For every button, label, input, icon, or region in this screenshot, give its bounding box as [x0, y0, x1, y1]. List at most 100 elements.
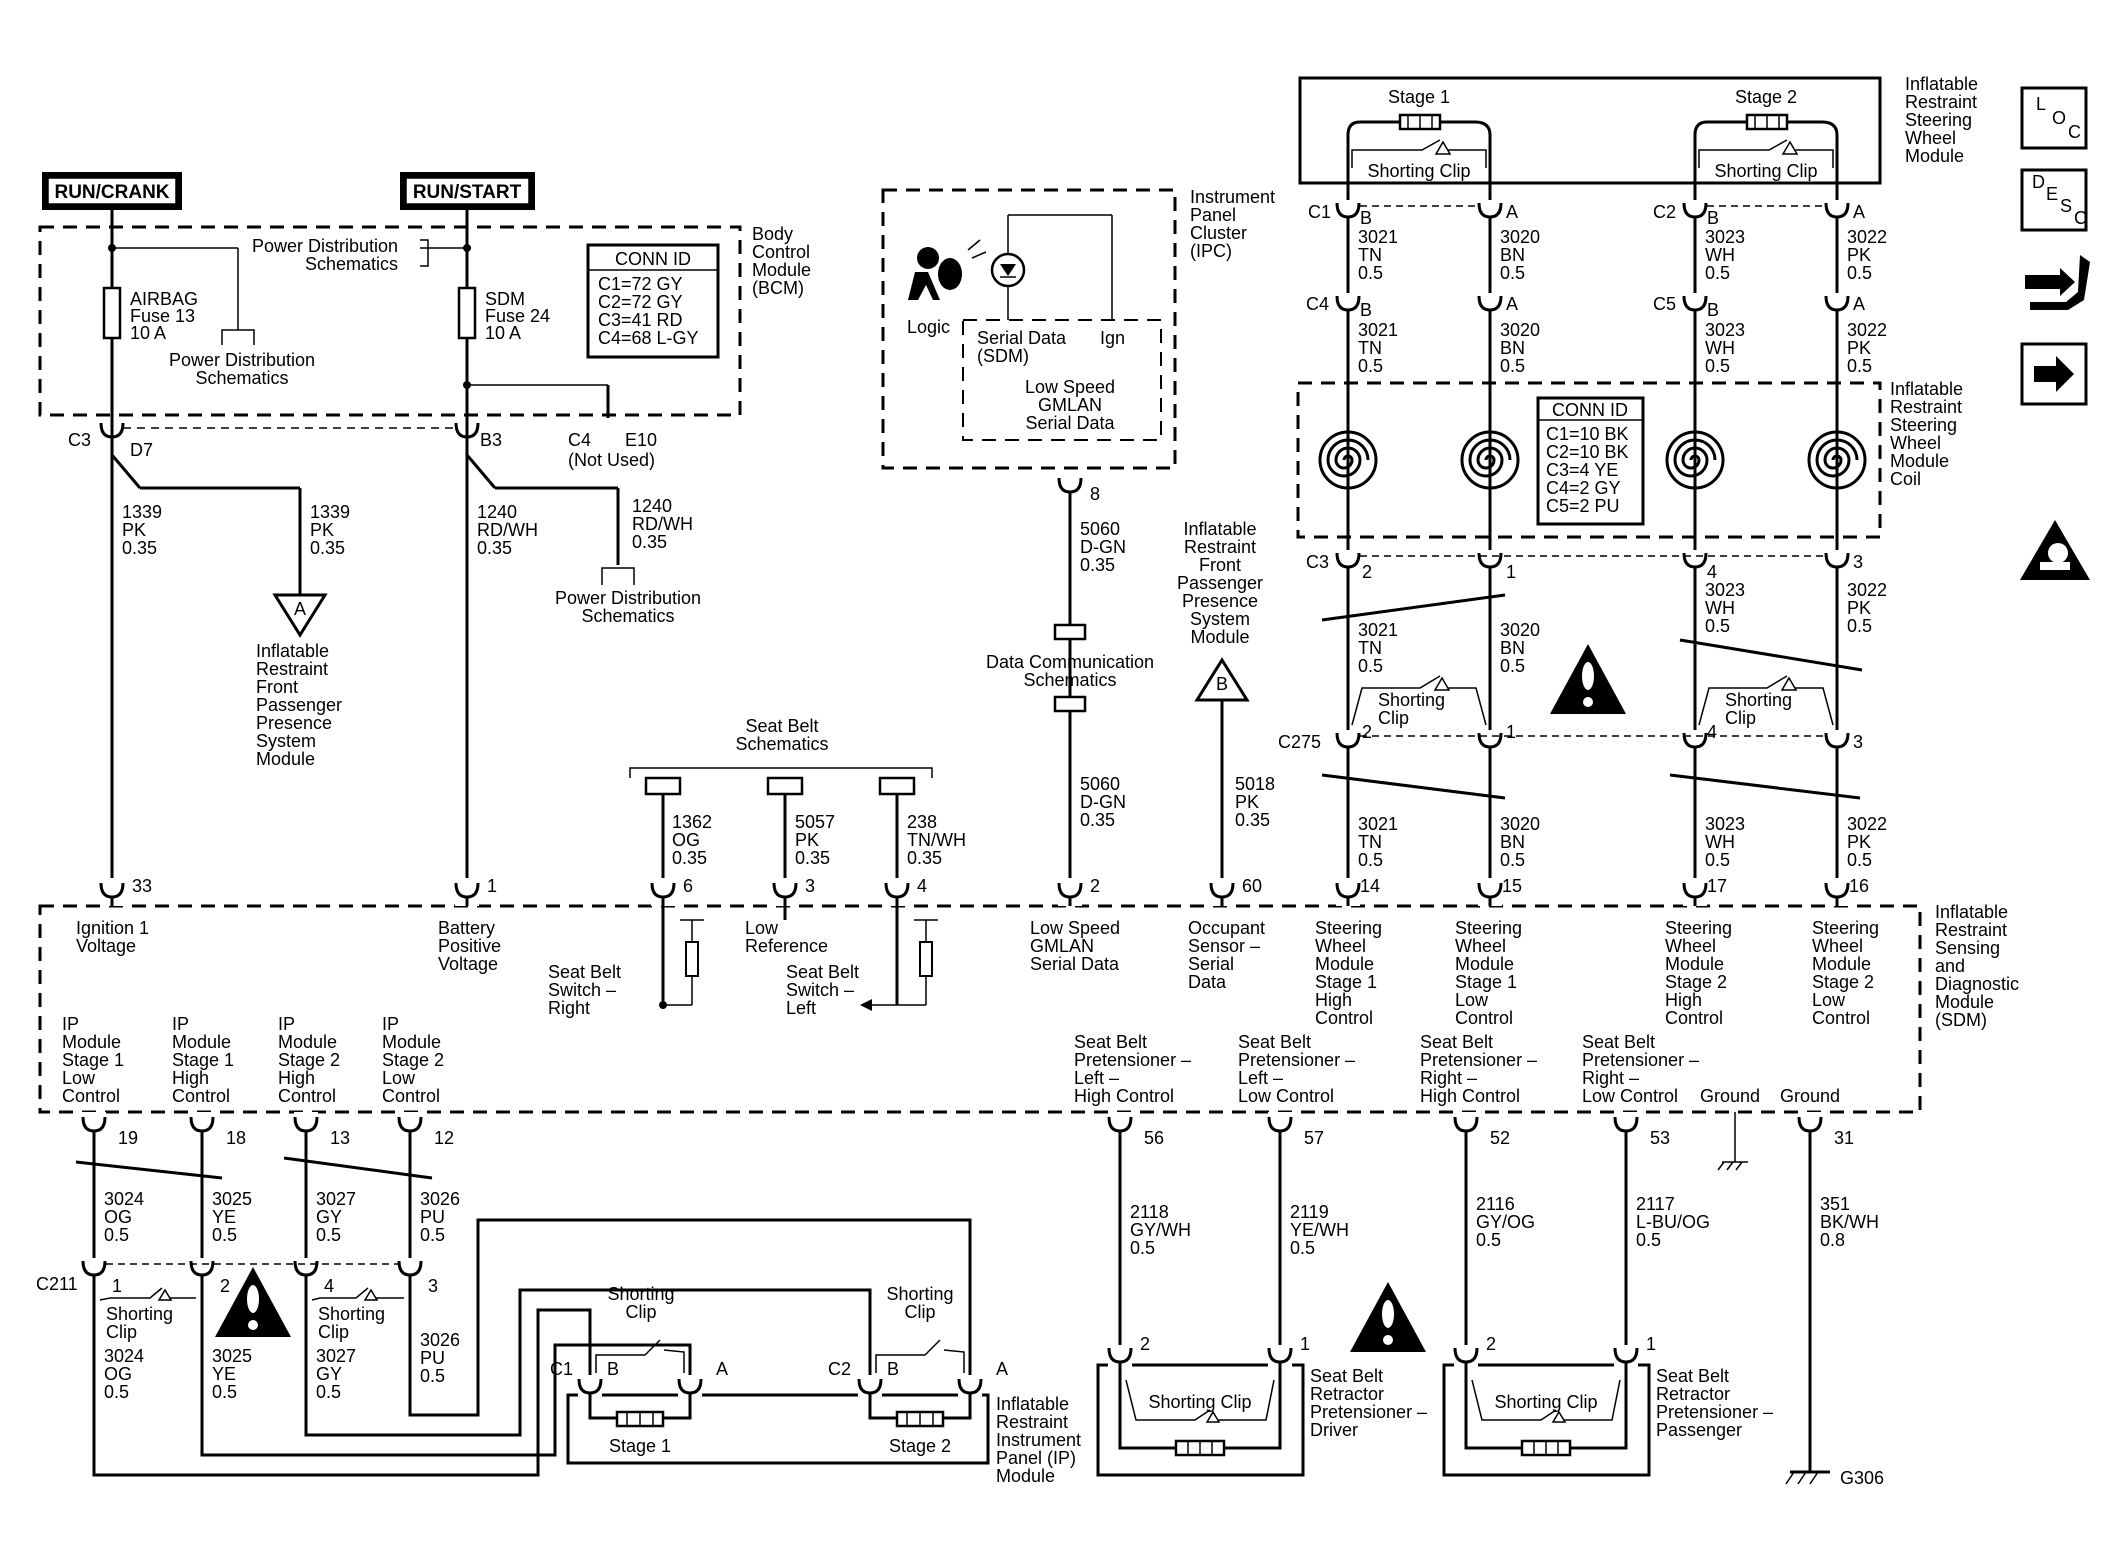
svg-text:PK: PK [1847, 338, 1871, 358]
desc-icon[interactable]: D E S C [2020, 168, 2088, 232]
svg-text:3023: 3023 [1705, 580, 1745, 600]
svg-text:0.5: 0.5 [420, 1366, 445, 1386]
svg-text:Control: Control [1315, 1008, 1373, 1028]
loc-icon[interactable]: L O C [2020, 86, 2088, 150]
svg-text:Stage 2: Stage 2 [1665, 972, 1727, 992]
svg-text:Schematics: Schematics [195, 368, 288, 388]
wire-5018: 5018 PK 0.35 [1235, 774, 1275, 830]
svg-text:2: 2 [1362, 722, 1372, 742]
wire-5060-b: 5060 D-GN 0.35 [1080, 774, 1126, 830]
sdm-name: Inflatable Restraint Sensing and Diagnos… [1935, 902, 2019, 1030]
svg-text:Clip: Clip [106, 1322, 137, 1342]
svg-text:0.8: 0.8 [1820, 1230, 1845, 1250]
svg-text:BN: BN [1500, 638, 1525, 658]
svg-text:PU: PU [420, 1348, 445, 1368]
svg-text:3021: 3021 [1358, 320, 1398, 340]
svg-text:Module: Module [1905, 146, 1964, 166]
svg-text:High Control: High Control [1074, 1086, 1174, 1106]
svg-text:Control: Control [1665, 1008, 1723, 1028]
ip-module-box [566, 1393, 990, 1465]
svg-text:8: 8 [1090, 484, 1100, 504]
svg-text:GY/OG: GY/OG [1476, 1212, 1535, 1232]
pds-bottom-label: Power Distribution Schematics [555, 588, 701, 626]
svg-text:Coil: Coil [1890, 469, 1921, 489]
svg-text:60: 60 [1242, 876, 1262, 896]
svg-text:Front: Front [1199, 555, 1241, 575]
svg-text:3: 3 [428, 1276, 438, 1296]
svg-text:Stage 2: Stage 2 [1735, 87, 1797, 107]
svg-text:B: B [1707, 300, 1719, 320]
svg-text:Stage 1: Stage 1 [172, 1050, 234, 1070]
airbag-lamp-icon [908, 239, 987, 300]
svg-text:Retractor: Retractor [1656, 1384, 1730, 1404]
svg-text:Low: Low [745, 918, 779, 938]
svg-text:High: High [1665, 990, 1702, 1010]
svg-text:Stage 1: Stage 1 [609, 1436, 671, 1456]
svg-text:S: S [2060, 196, 2072, 216]
svg-text:System: System [256, 731, 316, 751]
svg-text:A: A [1853, 294, 1865, 314]
svg-text:3: 3 [805, 876, 815, 896]
next-arrow-icon[interactable] [2020, 342, 2088, 406]
ip-module-name: Inflatable Restraint Instrument Panel (I… [996, 1394, 1081, 1486]
svg-text:6: 6 [683, 876, 693, 896]
svg-text:0.5: 0.5 [1476, 1230, 1501, 1250]
seatbelt-title: Seat Belt Schematics [735, 716, 828, 754]
svg-text:1: 1 [1506, 562, 1516, 582]
svg-text:GY: GY [316, 1364, 342, 1384]
svg-text:Reference: Reference [745, 936, 828, 956]
svg-text:Restraint: Restraint [256, 659, 328, 679]
stage1-squib: Shorting Clip [1346, 113, 1492, 190]
svg-text:C3=41 RD: C3=41 RD [598, 310, 683, 330]
ipc-logic-box [962, 319, 1162, 441]
driver-pretensioner-name: Seat Belt Retractor Pretensioner – Drive… [1310, 1366, 1427, 1440]
svg-text:Control: Control [382, 1086, 440, 1106]
svg-text:0.35: 0.35 [632, 532, 667, 552]
svg-text:Switch –: Switch – [786, 980, 854, 1000]
svg-text:Power Distribution: Power Distribution [252, 236, 398, 256]
schematic-icon[interactable] [2025, 255, 2090, 310]
svg-text:Right –: Right – [1420, 1068, 1477, 1088]
svg-text:(Not Used): (Not Used) [568, 450, 655, 470]
svg-text:E10: E10 [625, 430, 657, 450]
svg-text:High: High [278, 1068, 315, 1088]
svg-text:Stage 2: Stage 2 [278, 1050, 340, 1070]
svg-text:C1: C1 [550, 1359, 573, 1379]
svg-text:0.5: 0.5 [1358, 356, 1383, 376]
svg-text:CONN ID: CONN ID [615, 249, 691, 269]
svg-text:0.5: 0.5 [1636, 1230, 1661, 1250]
svg-text:0.5: 0.5 [1358, 656, 1383, 676]
svg-text:Wheel: Wheel [1812, 936, 1863, 956]
svg-text:Shorting: Shorting [1378, 690, 1445, 710]
svg-text:0.5: 0.5 [1290, 1238, 1315, 1258]
svg-text:4: 4 [917, 876, 927, 896]
svg-text:Seat Belt: Seat Belt [745, 716, 818, 736]
stage2-squib: Shorting Clip [1693, 113, 1839, 190]
svg-text:2: 2 [1140, 1334, 1150, 1354]
svg-text:16: 16 [1849, 876, 1869, 896]
svg-text:Restraint: Restraint [996, 1412, 1068, 1432]
svg-text:Module: Module [1812, 954, 1871, 974]
svg-text:1339: 1339 [310, 502, 350, 522]
svg-text:5057: 5057 [795, 812, 835, 832]
wire-1339-b: 1339 PK 0.35 [310, 502, 350, 558]
sdm-box [38, 904, 1922, 1114]
svg-text:A: A [716, 1359, 728, 1379]
svg-text:Wheel: Wheel [1665, 936, 1716, 956]
svg-text:WH: WH [1705, 832, 1735, 852]
svg-text:YE: YE [212, 1207, 236, 1227]
svg-text:0.5: 0.5 [1705, 616, 1730, 636]
svg-text:and: and [1935, 956, 1965, 976]
svg-text:3022: 3022 [1847, 227, 1887, 247]
svg-text:Schematics: Schematics [305, 254, 398, 274]
svg-text:15: 15 [1502, 876, 1522, 896]
svg-text:Passenger: Passenger [1177, 573, 1263, 593]
svg-text:0.35: 0.35 [1235, 810, 1270, 830]
svg-text:PK: PK [1847, 832, 1871, 852]
svg-text:High Control: High Control [1420, 1086, 1520, 1106]
svg-text:C1=72 GY: C1=72 GY [598, 274, 683, 294]
svg-text:PK: PK [122, 520, 146, 540]
svg-text:Pretensioner –: Pretensioner – [1582, 1050, 1699, 1070]
sdm-top-labels: Ignition 1 Voltage Battery Positive Volt… [76, 918, 1879, 1028]
